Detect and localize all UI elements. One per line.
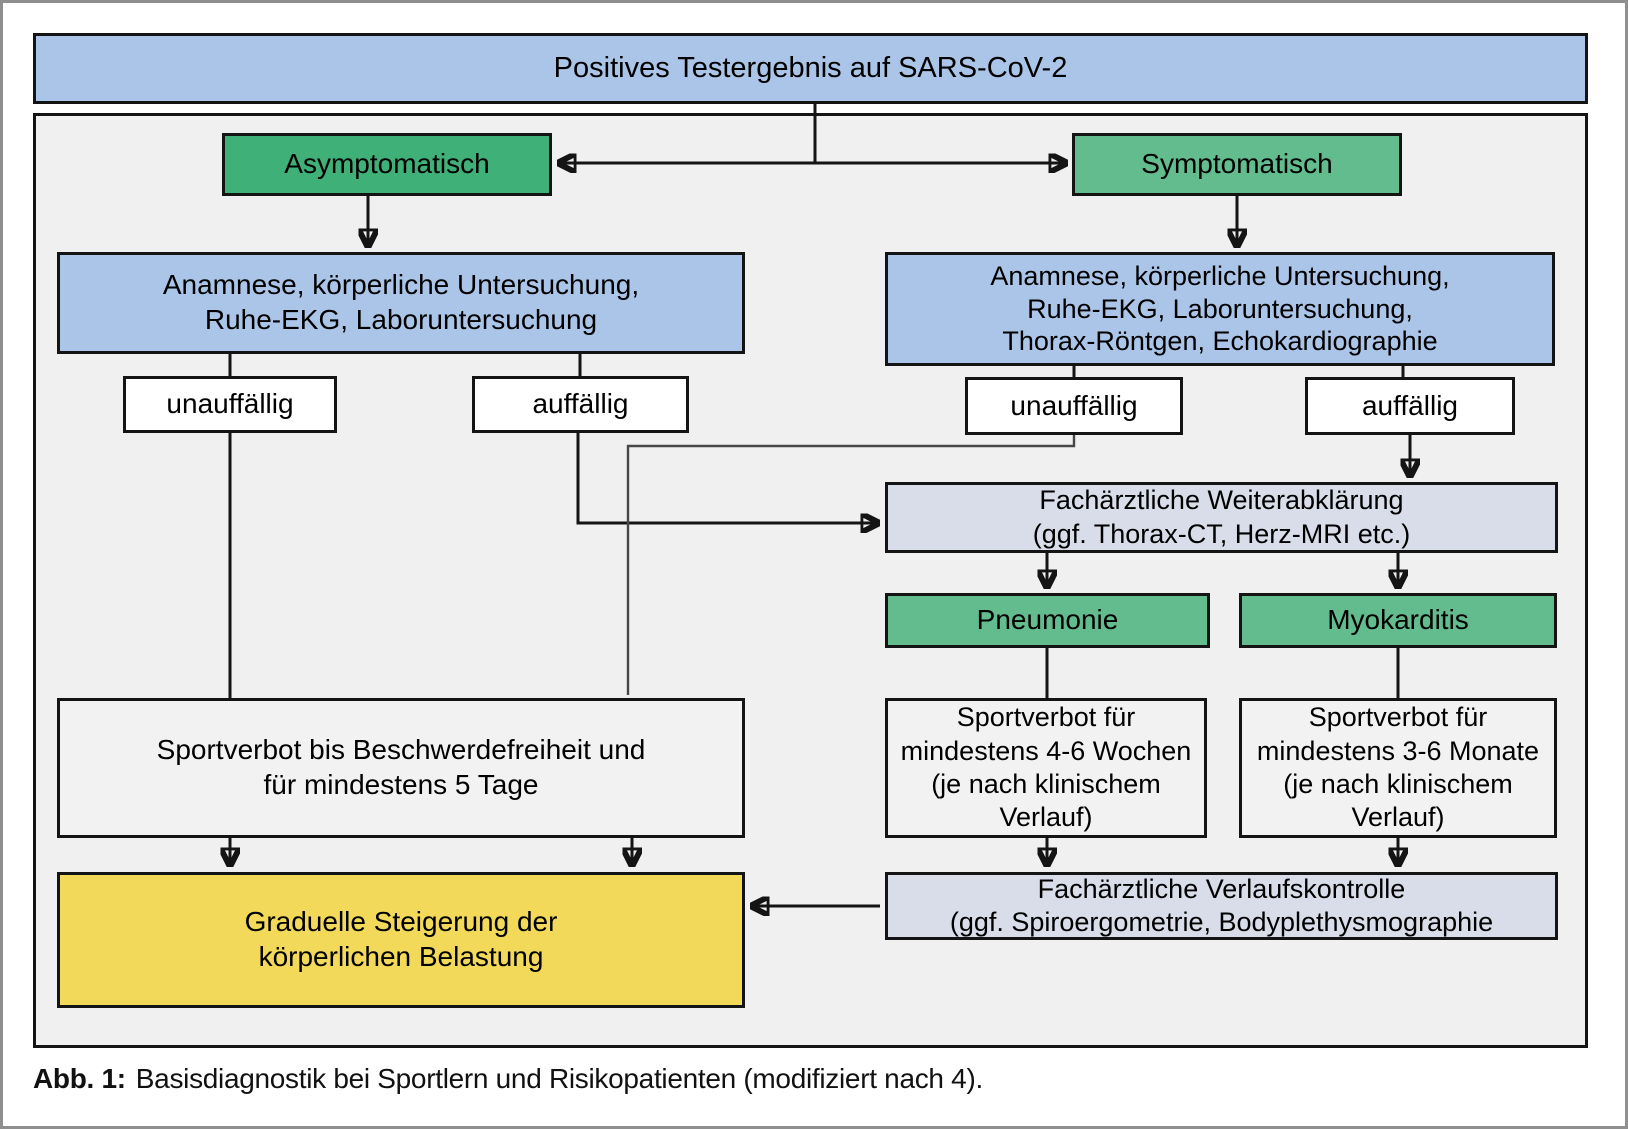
node-myokarditis: Myokarditis <box>1239 593 1557 648</box>
node-weiterabklaerung: Fachärztliche Weiterabklärung (ggf. Thor… <box>885 482 1558 553</box>
node-sportverbot-monate: Sportverbot für mindestens 3-6 Monate (j… <box>1239 698 1557 838</box>
node-symptomatisch: Symptomatisch <box>1072 133 1402 196</box>
node-sportverbot-tage: Sportverbot bis Beschwerdefreiheit und f… <box>57 698 745 838</box>
node-unauffaellig-rechts: unauffällig <box>965 377 1183 435</box>
node-unauffaellig-links: unauffällig <box>123 376 337 433</box>
node-auffaellig-links: auffällig <box>472 376 689 433</box>
node-verlaufskontrolle: Fachärztliche Verlaufskontrolle (ggf. Sp… <box>885 872 1558 940</box>
node-pneumonie: Pneumonie <box>885 593 1210 648</box>
node-diagnostik-rechts: Anamnese, körperliche Untersuchung, Ruhe… <box>885 252 1555 366</box>
node-graduelle-steigerung: Graduelle Steigerung der körperlichen Be… <box>57 872 745 1008</box>
node-sportverbot-wochen: Sportverbot für mindestens 4-6 Wochen (j… <box>885 698 1207 838</box>
caption-label: Abb. 1: <box>33 1063 126 1094</box>
node-diagnostik-links: Anamnese, körperliche Untersuchung, Ruhe… <box>57 252 745 354</box>
node-asymptomatisch: Asymptomatisch <box>222 133 552 196</box>
figure-caption: Abb. 1: Basisdiagnostik bei Sportlern und… <box>33 1063 983 1095</box>
node-positives-testergebnis: Positives Testergebnis auf SARS-CoV-2 <box>33 33 1588 104</box>
caption-text: Basisdiagnostik bei Sportlern und Risiko… <box>135 1063 983 1094</box>
node-auffaellig-rechts: auffällig <box>1305 377 1515 435</box>
